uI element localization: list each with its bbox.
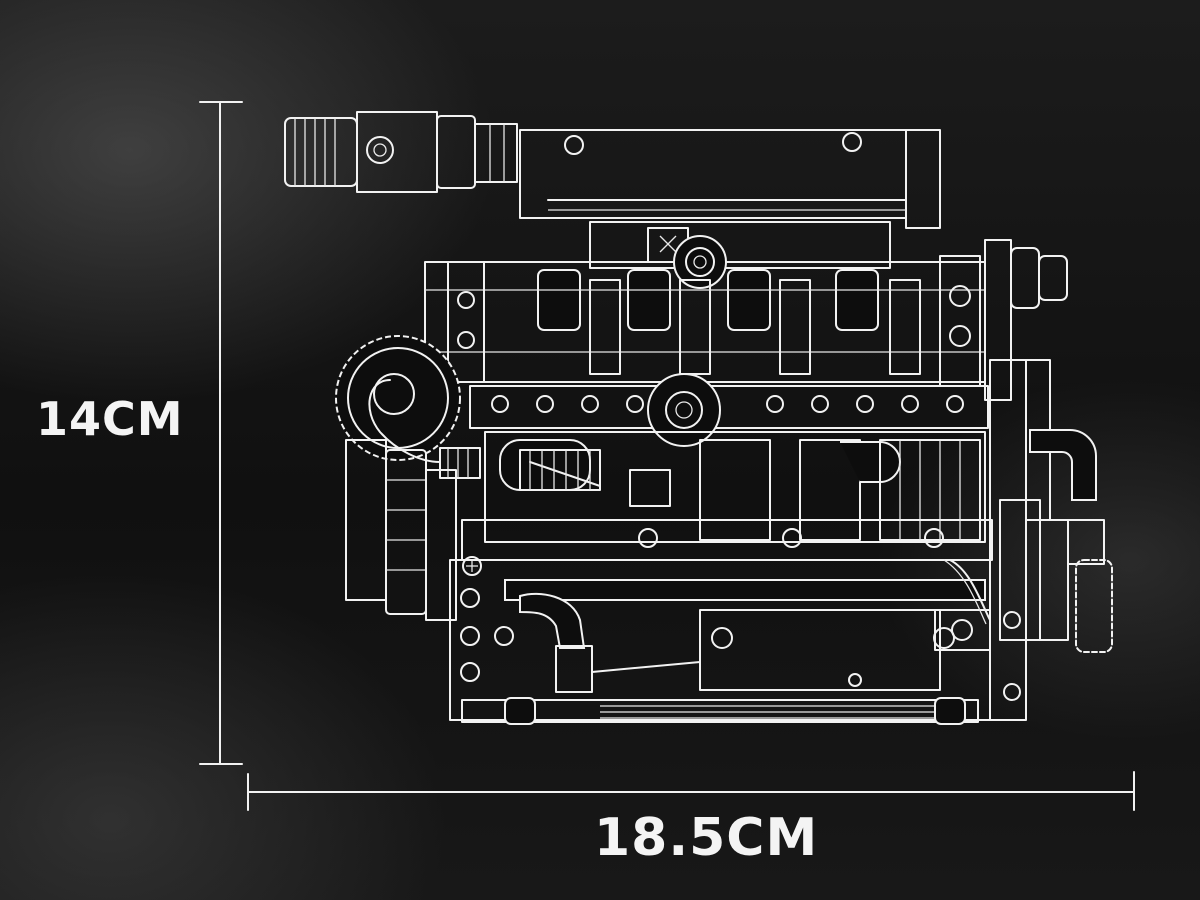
engine-block: [484, 431, 986, 543]
engine-line-drawing-icon: [284, 111, 1113, 725]
intake-tube: [284, 111, 518, 193]
gear-and-pipe: [335, 335, 481, 479]
pulley-assembly: [939, 239, 1068, 401]
width-dimension-label: 18.5CM: [594, 808, 819, 868]
left-support: [345, 439, 457, 621]
width-dimension-line: [247, 771, 1135, 811]
right-mechanisms: [934, 359, 1113, 721]
crank-rail: [469, 373, 989, 447]
height-dimension-label: 14CM: [36, 392, 184, 446]
lower-rail: [461, 519, 993, 576]
intake-manifold: [519, 129, 941, 229]
cylinder-head: [424, 221, 986, 383]
height-dimension-line: [199, 101, 243, 765]
oil-pan: [449, 559, 991, 725]
